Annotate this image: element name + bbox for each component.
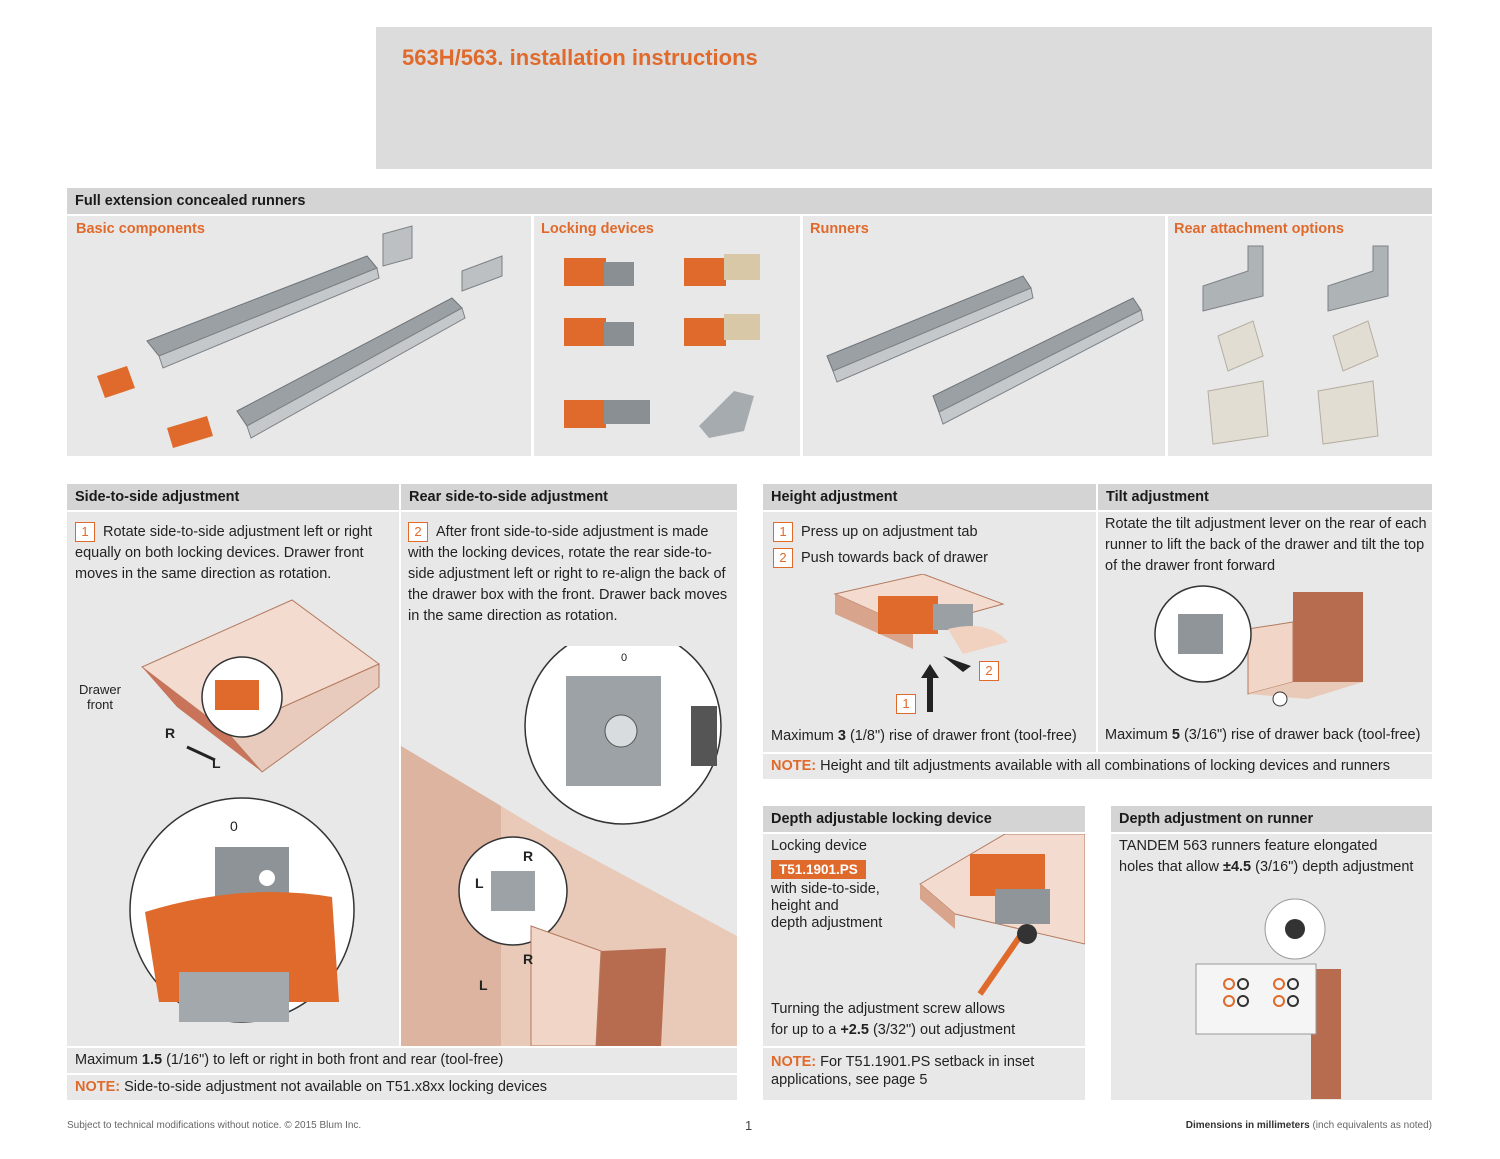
top-section-header: Full extension concealed runners [67,188,1432,214]
rear-r-label: R [523,848,534,864]
r-label: R [165,725,176,741]
locking-device-line: Locking device [771,838,867,854]
side-max-row: Maximum 1.5 (1/16") to left or right in … [67,1048,737,1073]
rear-adjust-illustration [401,646,737,1046]
basic-components-label: Basic components [76,221,205,237]
depth-runner-line-2: holes that allow ±4.5 (3/16") depth adju… [1119,859,1414,875]
tilt-adjust-illustration [1154,585,1363,707]
rear-attachment-panel: Rear attachment options [1168,216,1432,456]
locking-desc-2: height and [771,898,839,914]
locking-devices-panel: Locking devices [534,216,800,456]
locking-desc-1: with side-to-side, [771,881,880,897]
height-adjust-header: Height adjustment [763,484,1096,510]
side-adjust-illustration [129,599,380,1023]
depth-runner-header: Depth adjustment on runner [1111,806,1432,832]
locking-devices-illustration [564,254,760,438]
callout-2: 2 [979,661,999,681]
step-number: 2 [408,522,428,543]
footer-right: Dimensions in millimeters (inch equivale… [1185,1120,1432,1131]
footer-left: Subject to technical modifications witho… [67,1120,362,1131]
height-tilt-note: NOTE: Height and tilt adjustments availa… [763,754,1432,779]
rear-attachment-label: Rear attachment options [1174,221,1344,237]
depth-locking-panel: Locking device T51.1901.PS with side-to-… [763,834,1085,1046]
tilt-text: Rotate the tilt adjustment lever on the … [1105,516,1427,574]
height-adjust-illustration [833,574,1008,712]
locking-desc-3: depth adjustment [771,915,883,931]
runners-illustration [826,275,1144,425]
turning-line-2: for up to a +2.5 (3/32") out adjustment [771,1022,1016,1038]
page-number: 1 [745,1118,753,1133]
zero-label: 0 [230,818,238,834]
drawer-label: Drawer [79,682,121,697]
locking-devices-label: Locking devices [541,221,654,237]
turning-line-1: Turning the adjustment screw allows [771,1001,1005,1017]
l-label: L [212,755,221,771]
depth-runner-panel: TANDEM 563 runners feature elongated hol… [1111,834,1432,1100]
runners-label: Runners [810,221,869,237]
tilt-adjust-header: Tilt adjustment [1098,484,1432,510]
side-note-row: NOTE: Side-to-side adjustment not availa… [67,1075,737,1100]
part-number-badge: T51.1901.PS [771,860,866,879]
depth-locking-note: NOTE: For T51.1901.PS setback in inset a… [763,1048,1085,1100]
depth-runner-illustration [1195,898,1341,1099]
basic-components-illustration [97,225,503,448]
depth-locking-header: Depth adjustable locking device [763,806,1085,832]
depth-locking-illustration [919,834,1085,996]
callout-1: 1 [896,694,916,714]
rear-r2-label: R [523,951,534,967]
runners-panel: Runners [803,216,1165,456]
title-block: 563H/563. installation instructions [376,27,1432,169]
side-adjust-header: Side-to-side adjustment [67,484,399,510]
rear-l-label: L [475,875,484,891]
rear-adjust-header: Rear side-to-side adjustment [401,484,737,510]
rear-attachment-illustration [1202,245,1389,445]
step-number: 1 [75,522,95,543]
depth-runner-line-1: TANDEM 563 runners feature elongated [1119,838,1378,854]
height-max: Maximum 3 (1/8") rise of drawer front (t… [771,728,1077,744]
basic-components-panel: Basic components [67,216,531,456]
page-title: 563H/563. installation instructions [402,45,758,70]
front-label: front [87,697,114,712]
tilt-adjust-panel: Rotate the tilt adjustment lever on the … [1098,512,1432,752]
rear-zero-label: 0 [621,652,628,664]
tilt-max: Maximum 5 (3/16") rise of drawer back (t… [1105,727,1421,743]
rear-l2-label: L [479,977,488,993]
